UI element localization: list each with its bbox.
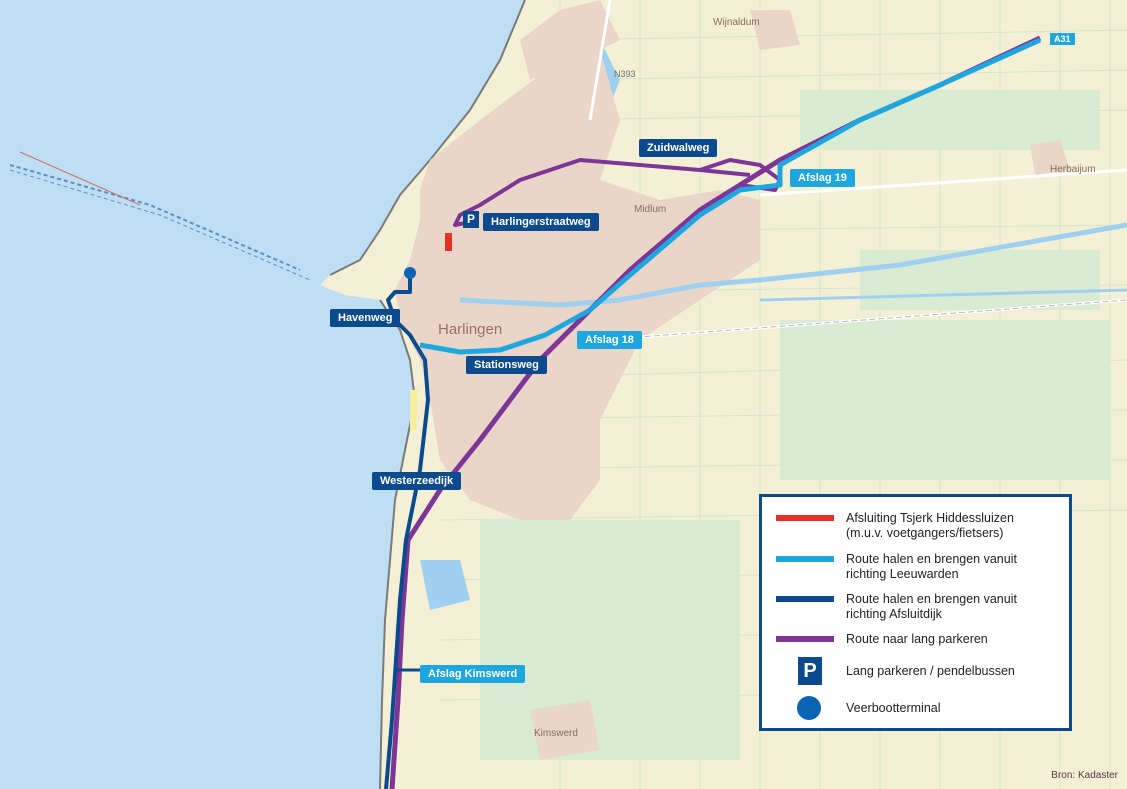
pond bbox=[420, 560, 470, 610]
label-havenweg: Havenweg bbox=[330, 309, 401, 327]
place-wijnaldum: Wijnaldum bbox=[713, 17, 760, 28]
sea-area bbox=[0, 0, 525, 789]
legend-sublabel: richting Leeuwarden bbox=[846, 567, 959, 581]
legend-item-route-parking: Route naar lang parkeren bbox=[776, 632, 1059, 650]
light-blue-line-icon bbox=[776, 556, 834, 562]
urban-area-north bbox=[520, 0, 620, 80]
ferry-terminal-icon bbox=[404, 267, 416, 279]
label-afslag-19: Afslag 19 bbox=[790, 169, 855, 187]
legend-label: Lang parkeren / pendelbussen bbox=[846, 664, 1015, 678]
legend-label: Veerbootterminal bbox=[846, 701, 941, 715]
route-number-a31: A31 bbox=[1050, 33, 1075, 45]
green-areas bbox=[480, 90, 1110, 760]
route-number-n393: N393 bbox=[614, 69, 636, 79]
legend-sublabel: (m.u.v. voetgangers/fietsers) bbox=[846, 526, 1004, 540]
purple-line-icon bbox=[776, 636, 834, 642]
legend-sublabel: richting Afsluitdijk bbox=[846, 607, 942, 621]
legend-item-closure: Afsluiting Tsjerk Hiddessluizen (m.u.v. … bbox=[776, 511, 1059, 545]
ferry-route-line bbox=[9, 164, 301, 271]
route-parking-purple-loop bbox=[453, 158, 782, 227]
dark-blue-line-icon bbox=[776, 596, 834, 602]
legend-label: Route halen en brengen vanuit bbox=[846, 592, 1017, 606]
label-westerzeedijk: Westerzeedijk bbox=[372, 472, 462, 490]
closure-tsjerk-hiddessluizen bbox=[445, 233, 452, 251]
label-stationsweg: Stationsweg bbox=[466, 356, 547, 374]
beach-area bbox=[410, 390, 418, 430]
legend-item-parking: P Lang parkeren / pendelbussen bbox=[776, 657, 1059, 687]
label-harlingerstraatweg: Harlingerstraatweg bbox=[483, 213, 599, 231]
railway bbox=[599, 299, 1127, 341]
legend-item-route-leeuwarden: Route halen en brengen vanuit richting L… bbox=[776, 552, 1059, 586]
canal bbox=[459, 222, 1127, 308]
source-credit: Bron: Kadaster bbox=[1051, 770, 1118, 781]
dike-line bbox=[329, 0, 526, 276]
ferry-terminal-icon bbox=[797, 696, 821, 720]
legend-label: Afsluiting Tsjerk Hiddessluizen bbox=[846, 511, 1014, 525]
red-line-icon bbox=[776, 515, 834, 521]
route-leeuwarden-lightblue bbox=[419, 37, 1042, 355]
place-kimswerd: Kimswerd bbox=[534, 728, 578, 739]
urban-area bbox=[395, 50, 760, 520]
legend-label: Route naar lang parkeren bbox=[846, 632, 988, 646]
village-wijnaldum bbox=[750, 10, 800, 50]
legend-item-ferry-terminal: Veerbootterminal bbox=[776, 696, 1059, 722]
route-afsluitdijk-darkblue bbox=[384, 275, 430, 789]
place-harlingen: Harlingen bbox=[438, 321, 503, 338]
legend-item-route-afsluitdijk: Route halen en brengen vanuit richting A… bbox=[776, 592, 1059, 626]
boundary-line bbox=[19, 151, 141, 206]
label-afslag-kimswerd: Afslag Kimswerd bbox=[420, 665, 526, 683]
parking-icon: P bbox=[463, 211, 479, 228]
parking-icon: P bbox=[798, 657, 822, 685]
village-kimswerd bbox=[530, 700, 600, 760]
place-herbaijum: Herbaijum bbox=[1050, 164, 1096, 175]
map-legend: Afsluiting Tsjerk Hiddessluizen (m.u.v. … bbox=[759, 494, 1072, 731]
legend-label: Route halen en brengen vanuit bbox=[846, 552, 1017, 566]
label-afslag-18: Afslag 18 bbox=[577, 331, 642, 349]
label-zuidwalweg: Zuidwalweg bbox=[639, 139, 718, 157]
village-herbaijum bbox=[1030, 140, 1070, 175]
place-midlum: Midlum bbox=[634, 204, 667, 215]
